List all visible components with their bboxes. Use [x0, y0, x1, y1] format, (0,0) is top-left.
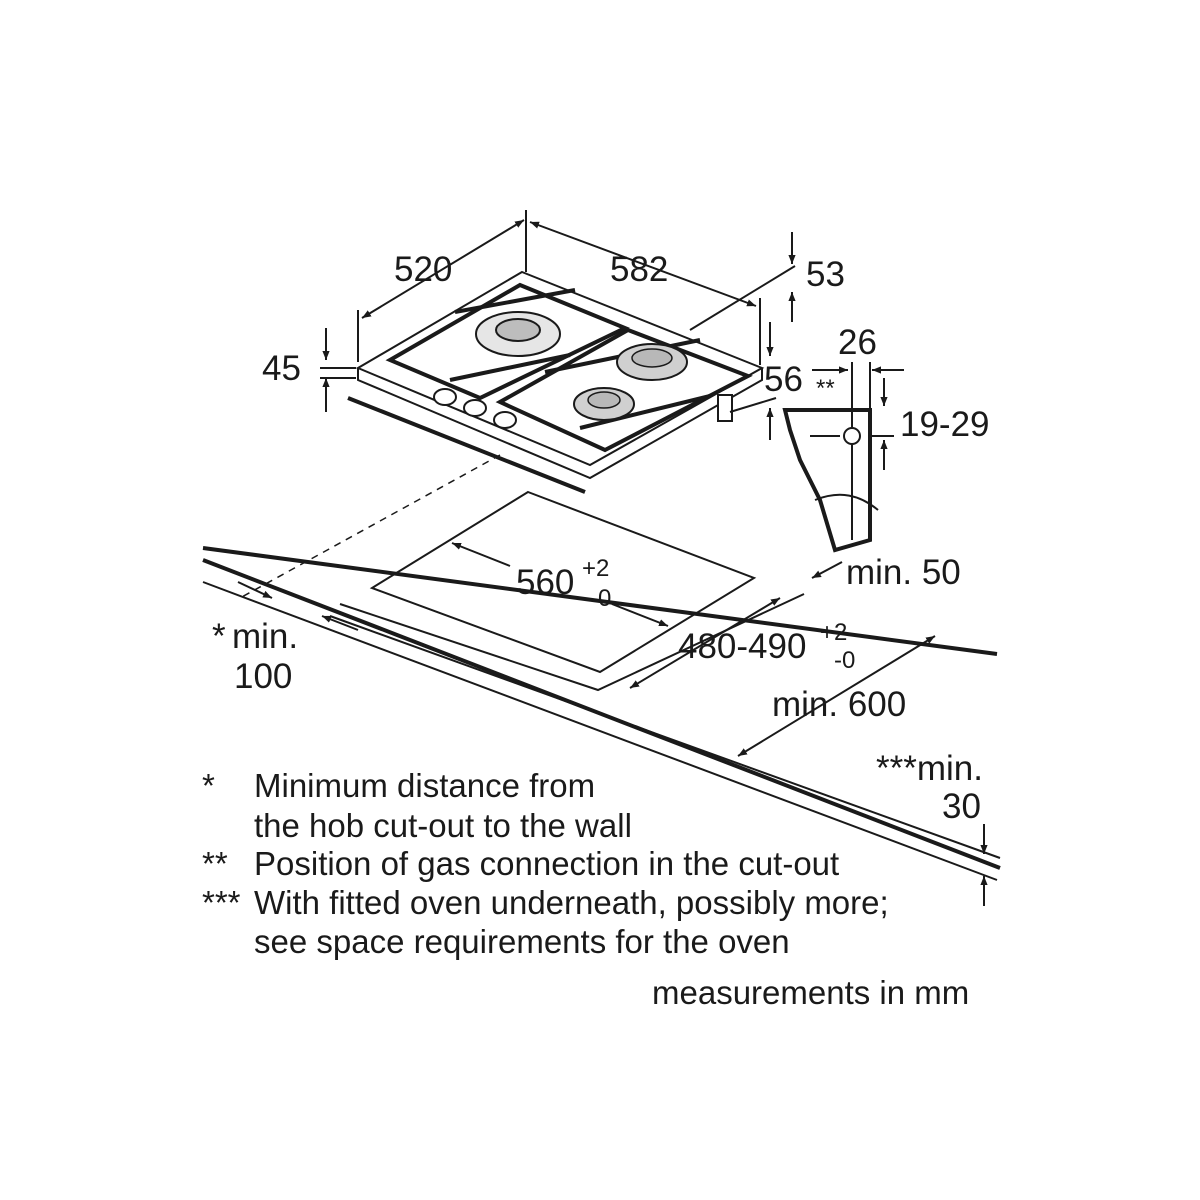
dim-arrow-min50 — [811, 561, 843, 579]
label-56: 56 — [764, 360, 803, 399]
gas-connection-stub — [717, 394, 733, 422]
hob — [347, 270, 765, 494]
footnote-1-line-1: Minimum distance from — [254, 767, 595, 804]
label-560: 560 — [516, 563, 574, 602]
extension-line — [689, 265, 796, 331]
support-bar — [449, 353, 571, 382]
footnote-3-line-1: With fitted oven underneath, possibly mo… — [254, 884, 889, 921]
label-480-490-tolerance-plus: +2 — [820, 619, 847, 646]
burner-large — [475, 311, 561, 357]
section-break-line — [814, 493, 879, 511]
label-520: 520 — [394, 250, 452, 289]
dim-line-480-490 — [629, 597, 781, 689]
label-oven-value: 30 — [942, 787, 981, 826]
label-min-600: min. 600 — [772, 685, 906, 724]
cutout-projection-line — [239, 454, 501, 599]
dim-arrow-min100-right — [321, 615, 359, 631]
footnote-3-line-2: see space requirements for the oven — [254, 923, 790, 960]
worktop-underside-edge — [202, 581, 998, 881]
worktop-section-detail — [782, 362, 879, 553]
pan-support-right — [495, 327, 753, 453]
hob-side-edge — [357, 368, 763, 480]
footnote-2-marker: ** — [202, 845, 228, 882]
label-480-490: 480-490 — [678, 627, 806, 666]
label-19-29: 19-29 — [900, 405, 990, 444]
label-wall-marker: * — [212, 617, 226, 656]
footnote-1-marker: * — [202, 767, 215, 804]
footnote-2-line-1: Position of gas connection in the cut-ou… — [254, 845, 839, 882]
footnote-3-marker: *** — [202, 884, 241, 921]
label-min-100-prefix: min. — [232, 617, 298, 656]
label-53: 53 — [806, 255, 845, 294]
control-knob — [493, 411, 517, 429]
burner-small — [573, 387, 635, 421]
hob-top-plate — [355, 270, 765, 467]
hob-base-edge — [347, 396, 586, 494]
control-knob — [463, 399, 487, 417]
dimension-lines — [237, 210, 988, 906]
label-oven-min: ***min. — [876, 749, 983, 788]
dim-line-520 — [361, 219, 525, 319]
extension-line — [729, 397, 777, 413]
dim-line-min600 — [737, 635, 936, 757]
footnotes: * Minimum distance from the hob cut-out … — [202, 767, 969, 1011]
cutout-outer-edge — [369, 490, 757, 674]
label-45: 45 — [262, 349, 301, 388]
label-26: 26 — [838, 323, 877, 362]
worktop-top-line — [329, 615, 1001, 859]
units-note: measurements in mm — [652, 974, 969, 1011]
footnote-1-line-2: the hob cut-out to the wall — [254, 807, 632, 844]
label-582: 582 — [610, 250, 668, 289]
label-560-tolerance-minus: -0 — [590, 585, 611, 612]
dimension-labels: 520 582 53 45 56 ** 26 19-29 560 +2 -0 4… — [212, 250, 990, 826]
dim-line-560-left — [451, 542, 511, 567]
dim-line-582 — [529, 221, 757, 307]
dim-arrow-min100-left — [237, 581, 273, 599]
gas-connection-point — [843, 427, 861, 445]
pan-support-left — [385, 282, 630, 401]
label-min-100-value: 100 — [234, 657, 292, 696]
burner-medium — [616, 343, 688, 381]
label-min-50: min. 50 — [846, 553, 961, 592]
label-480-490-tolerance-minus: -0 — [834, 647, 855, 674]
support-bar — [579, 394, 711, 430]
label-560-tolerance-plus: +2 — [582, 555, 609, 582]
label-gas-marker: ** — [816, 375, 835, 402]
control-knob — [433, 388, 457, 406]
worktop-section-profile — [782, 408, 872, 553]
